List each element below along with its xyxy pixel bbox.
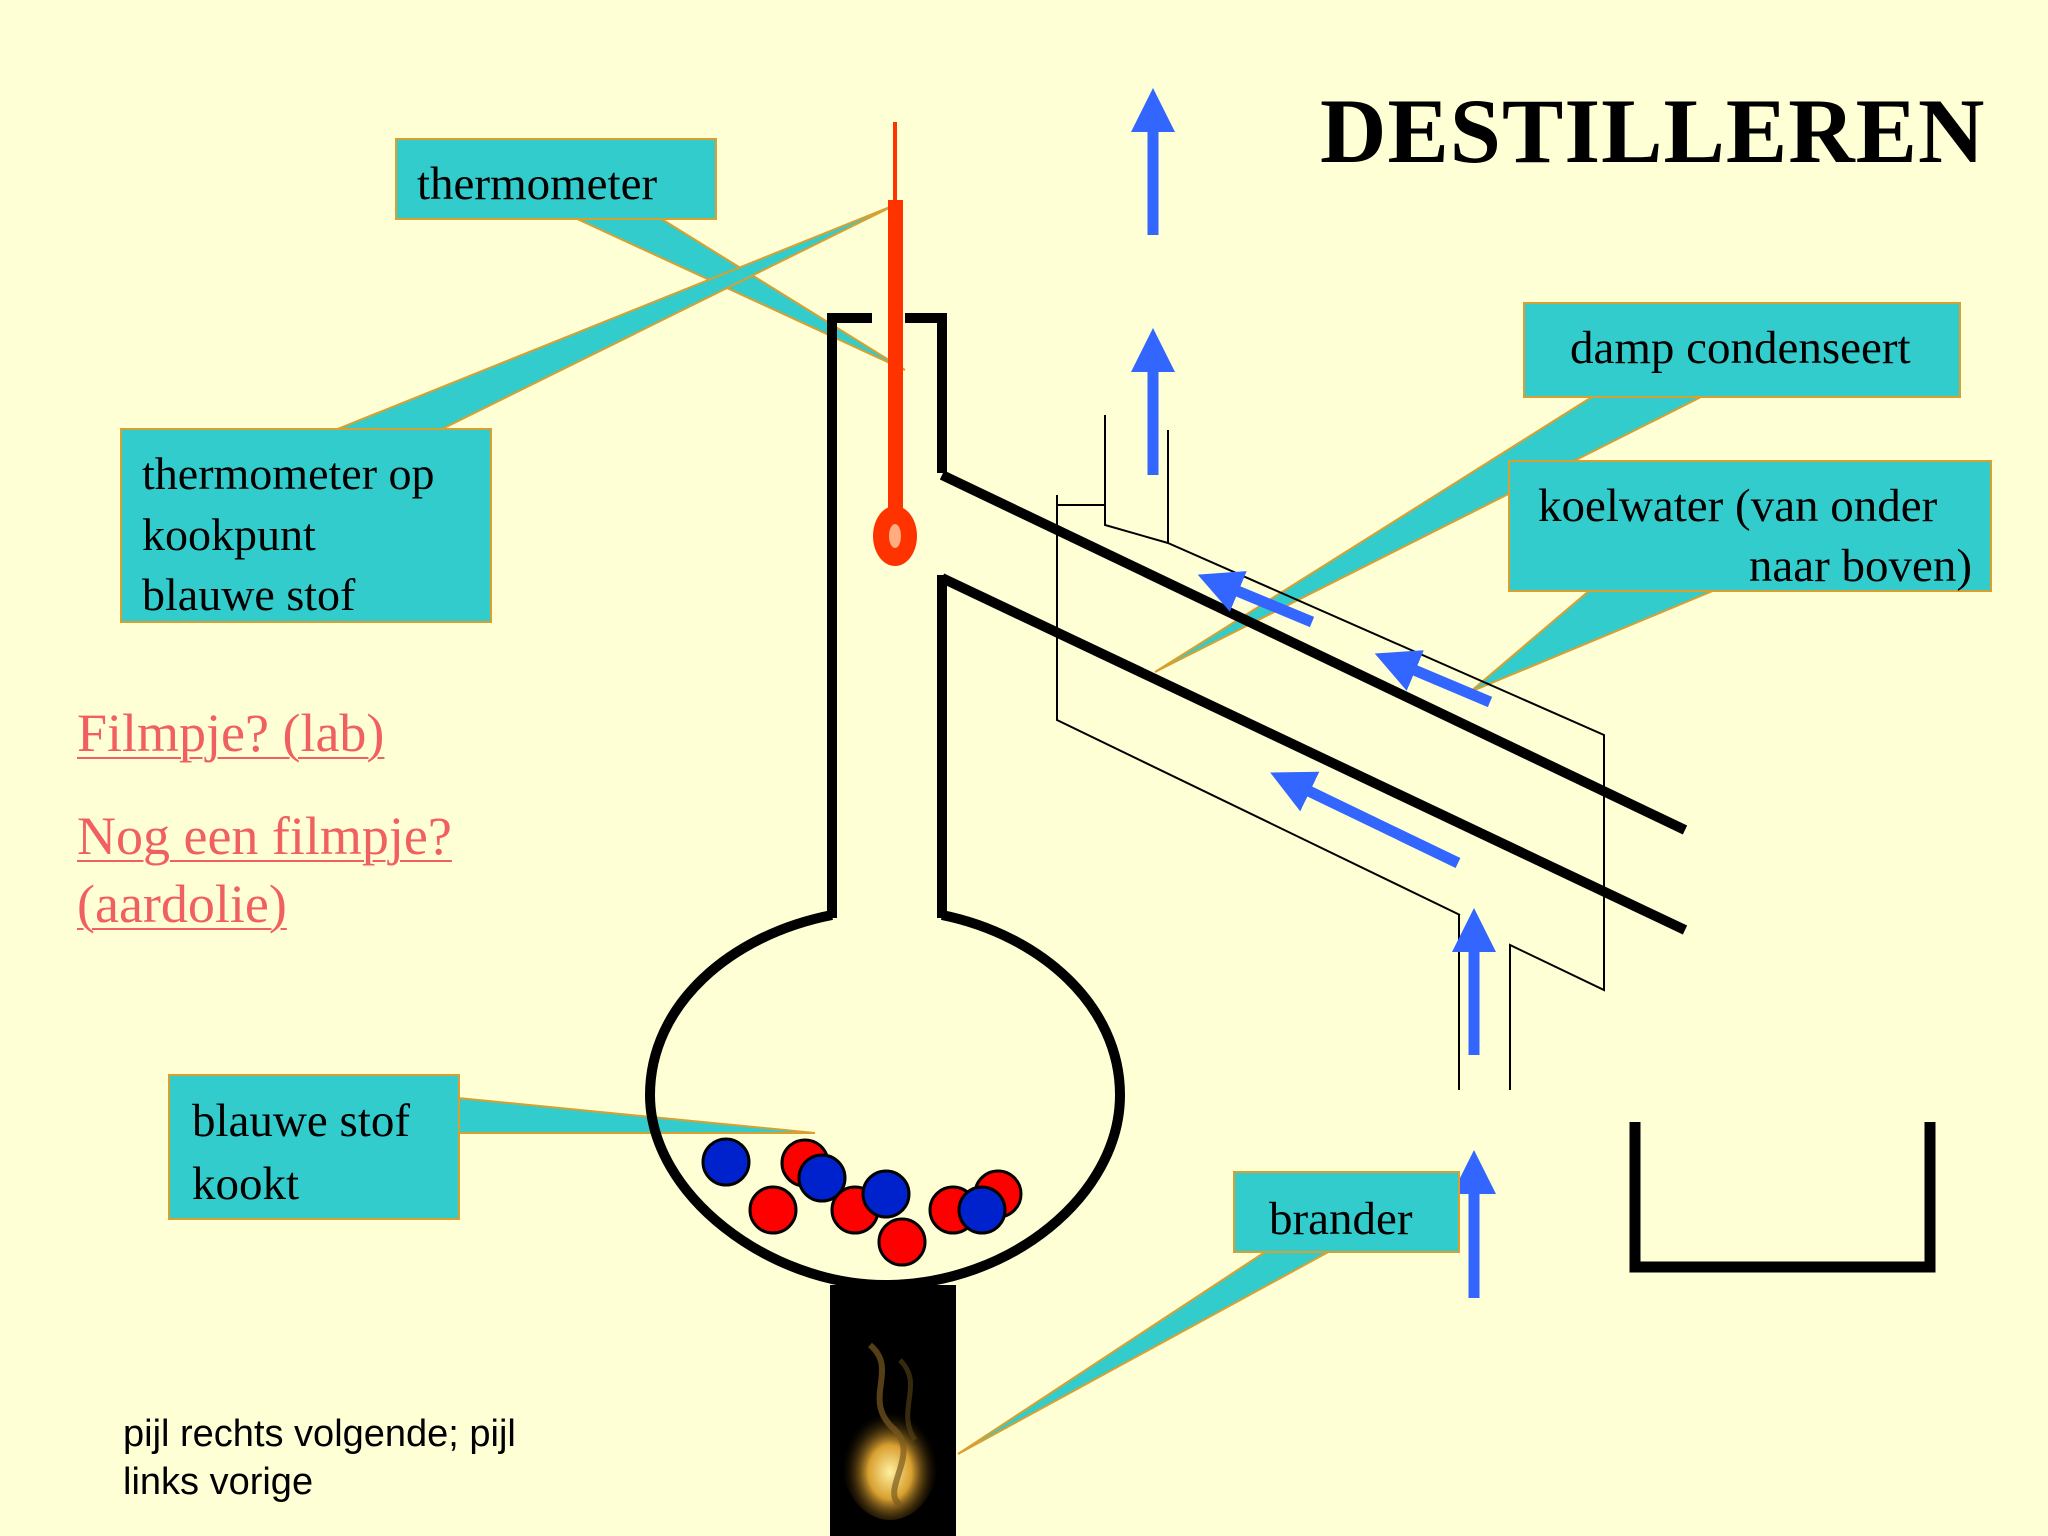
pointer-thermometer <box>574 217 906 371</box>
callout-thermometer: thermometer <box>395 138 717 220</box>
receiving-beaker <box>1629 1122 1936 1273</box>
flask-neck-top-right <box>905 313 947 473</box>
flask-neck-left <box>827 313 872 918</box>
film-oil-link-line-1: Nog een filmpje? <box>77 806 452 866</box>
particle-blue <box>957 1185 1007 1235</box>
boiling-particles <box>701 1137 1023 1267</box>
film-oil-link[interactable]: Nog een filmpje? (aardolie) <box>77 803 452 938</box>
callout-line-2: kookt <box>192 1158 300 1211</box>
pointer-cooling-water <box>1469 589 1716 693</box>
flame-icon <box>842 1342 938 1520</box>
navigation-hint-line-1: pijl rechts volgende; pijl <box>123 1413 516 1455</box>
particle-red <box>748 1185 798 1235</box>
callout-line-2: naar boven) <box>1748 540 1972 593</box>
film-lab-link-text: Filmpje? (lab) <box>77 703 385 763</box>
cooling-water-arrow <box>1197 571 1315 628</box>
callout-thermometer-text: thermometer <box>417 158 658 210</box>
side-arm-lower <box>939 573 1688 935</box>
film-lab-link[interactable]: Filmpje? (lab) <box>77 700 384 768</box>
callout-thermometer-boiling-point: thermometer op kookpunt blauwe stof <box>120 428 492 623</box>
callout-burner-text: brander <box>1269 1193 1413 1245</box>
navigation-hint: pijl rechts volgende; pijl links vorige <box>123 1410 516 1507</box>
callout-line-1: thermometer op <box>142 448 435 499</box>
callout-pointers <box>334 204 1716 1455</box>
cooling-water-arrow <box>1374 650 1493 708</box>
distillation-flask <box>644 313 1688 1291</box>
pointer-burner <box>957 1249 1333 1455</box>
pointer-blue-substance-boils <box>457 1096 816 1134</box>
particle-blue <box>701 1137 751 1187</box>
film-oil-link-line-2: (aardolie) <box>77 873 287 934</box>
side-arm-upper <box>939 470 1688 835</box>
callout-line-3: blauwe stof <box>142 569 356 621</box>
callout-line-2: kookpunt <box>142 508 316 560</box>
callout-line-1: koelwater (van onder <box>1538 480 1938 532</box>
callout-burner: brander <box>1233 1171 1460 1253</box>
page-title: DESTILLEREN <box>1320 80 1986 182</box>
flow-arrows <box>1131 88 1496 1298</box>
burner <box>830 1285 956 1536</box>
callout-blue-substance-boils: blauwe stof kookt <box>168 1074 460 1220</box>
particle-blue <box>797 1153 847 1203</box>
condenser-jacket <box>1056 415 1605 1090</box>
navigation-hint-line-2: links vorige <box>123 1461 314 1504</box>
particle-red <box>877 1217 927 1267</box>
callout-line-1: blauwe stof <box>192 1095 410 1147</box>
callout-vapor-condenses: damp condenseert <box>1523 302 1961 398</box>
callout-vapor-condenses-text: damp condenseert <box>1570 322 1911 374</box>
thermometer <box>873 122 917 566</box>
cooling-water-arrow <box>1270 771 1461 868</box>
callout-cooling-water: koelwater (van onder naar boven) <box>1508 460 1992 592</box>
particle-blue <box>861 1169 911 1219</box>
